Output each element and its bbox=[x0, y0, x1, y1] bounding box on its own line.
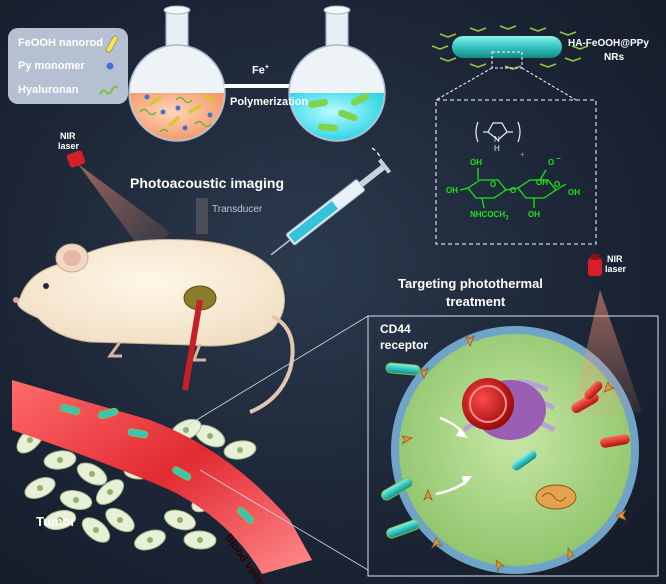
legend-label-nanorod: FeOOH nanorod bbox=[18, 37, 103, 49]
tumor-cell-nucleus bbox=[207, 433, 213, 439]
reaction-step-label: Polymerization bbox=[230, 96, 309, 108]
chemical-structure-box bbox=[435, 99, 597, 245]
tumor-cell-nucleus bbox=[177, 517, 183, 523]
chem-oh-ring: OH bbox=[528, 210, 540, 219]
therapy-laser-1: NIR bbox=[607, 254, 623, 264]
nir-laser-therapy bbox=[588, 254, 602, 276]
tumor-cell-nucleus bbox=[37, 485, 43, 491]
mitochondrion bbox=[535, 484, 577, 510]
therapy-laser-2: laser bbox=[605, 264, 627, 274]
chem-nh-h: H bbox=[494, 144, 500, 153]
laser-label-top-2: laser bbox=[58, 141, 80, 151]
hyaluronan-chain-icon bbox=[99, 85, 119, 95]
therapy-title-2: treatment bbox=[446, 294, 506, 309]
chem-coo-o: O bbox=[548, 158, 555, 167]
tumor-cell-nucleus bbox=[89, 471, 95, 477]
chem-nhcoch3-sub: 3 bbox=[505, 215, 509, 222]
receptor-label-2: receptor bbox=[380, 338, 429, 352]
tumor-cell-nucleus bbox=[73, 497, 79, 503]
chem-coo-minus: − bbox=[556, 154, 561, 163]
nanorod-icon bbox=[105, 35, 119, 53]
laser-label-top-1: NIR bbox=[60, 131, 76, 141]
product-nanorod bbox=[431, 25, 589, 101]
tumor-cell-nucleus bbox=[57, 457, 63, 463]
chem-plus: + bbox=[520, 150, 525, 159]
tumor-cell-nucleus bbox=[183, 427, 189, 433]
chem-oh-3: OH bbox=[536, 178, 548, 187]
product-name-line2: NRs bbox=[604, 52, 625, 63]
tumor-cell-nucleus bbox=[27, 437, 33, 443]
reaction-reagent: Fe+ bbox=[252, 64, 269, 77]
tumor-cell-nucleus bbox=[107, 489, 113, 495]
blood-vessel bbox=[12, 380, 312, 574]
chem-o-1: O bbox=[490, 180, 497, 189]
tumor-label: Tumor bbox=[36, 514, 76, 529]
cell-panel bbox=[367, 290, 659, 577]
mouse bbox=[13, 239, 295, 414]
chem-o-2: O bbox=[510, 186, 517, 195]
chem-n: N bbox=[494, 135, 500, 144]
chem-oh-2: OH bbox=[446, 186, 458, 195]
monomer-dot-icon bbox=[106, 62, 114, 70]
chem-nhcoch3-text: NHCOCH bbox=[470, 210, 506, 219]
flask-product bbox=[288, 5, 386, 142]
chem-oh-1: OH bbox=[470, 158, 482, 167]
tumor-cell-nucleus bbox=[237, 447, 243, 453]
transducer-label: Transducer bbox=[212, 204, 263, 215]
tumor-cell-nucleus bbox=[197, 537, 203, 543]
tumor-cell-nucleus bbox=[93, 527, 99, 533]
legend-label-monomer: Py monomer bbox=[18, 60, 85, 72]
legend-box bbox=[8, 28, 128, 104]
tumor-cell-nucleus bbox=[57, 517, 63, 523]
chem-nhcoch3: NHCOCH3 bbox=[470, 210, 508, 222]
chem-oh-4: OH bbox=[568, 188, 580, 197]
product-name-line1: HA-FeOOH@PPy bbox=[568, 38, 649, 49]
reaction-reagent-charge: + bbox=[264, 64, 269, 71]
receptor-label-1: CD44 bbox=[380, 322, 411, 336]
reaction-reagent-text: Fe bbox=[252, 64, 265, 77]
therapy-title-1: Targeting photothermal bbox=[398, 276, 543, 291]
syringe bbox=[270, 158, 392, 256]
tumor-cell-nucleus bbox=[147, 537, 153, 543]
flask-reactants bbox=[128, 5, 226, 142]
photoacoustic-title: Photoacoustic imaging bbox=[130, 175, 285, 191]
legend-label-hyaluronan: Hyaluronan bbox=[18, 84, 79, 96]
chem-o-3: O bbox=[554, 180, 561, 189]
tumor-cell-nucleus bbox=[117, 517, 123, 523]
nir-laser-imaging bbox=[66, 150, 170, 262]
